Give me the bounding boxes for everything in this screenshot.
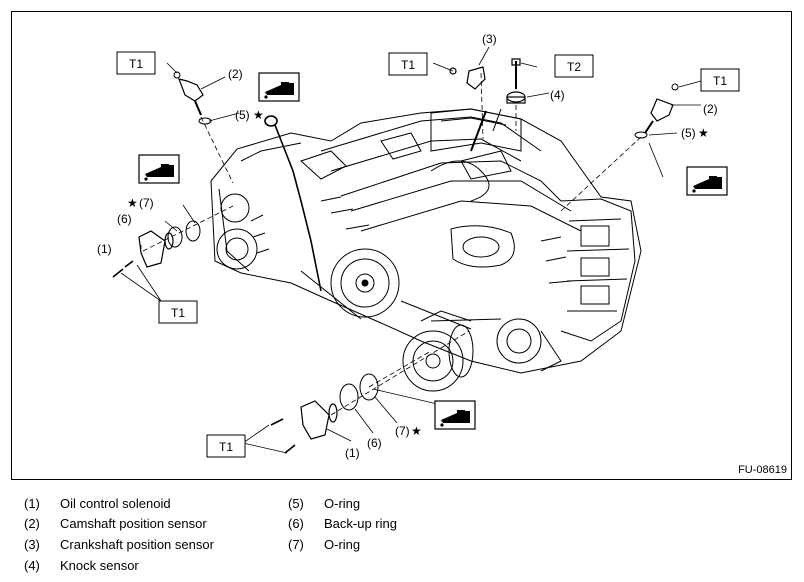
assembly-guide-lines	[142, 72, 642, 416]
callout-1-bottom: (1)	[345, 446, 360, 460]
oil-can-icon	[138, 154, 180, 184]
backup-ring-left	[167, 226, 183, 248]
star-icon: ★	[127, 196, 138, 210]
backup-ring-bottom	[339, 383, 359, 411]
callout-5-right: (5)	[681, 126, 696, 140]
torque-label-t2: T2	[554, 54, 594, 78]
figure-id: FU-08619	[738, 464, 787, 476]
legend-item: (4)Knock sensor	[24, 558, 139, 573]
svg-text:T2: T2	[567, 60, 581, 74]
legend-item: (6)Back-up ring	[288, 516, 397, 531]
oil-can-icon	[258, 72, 300, 102]
svg-text:T1: T1	[171, 306, 185, 320]
svg-text:T1: T1	[129, 57, 143, 71]
callout-4: (4)	[550, 88, 565, 102]
star-icon: ★	[411, 424, 422, 438]
oil-control-solenoid-left	[112, 230, 174, 278]
callout-5-left: (5)	[235, 108, 250, 122]
torque-label-t1-d: T1	[158, 300, 198, 324]
torque-label-t1-c: T1	[700, 68, 740, 92]
oil-can-icon	[434, 400, 476, 430]
legend-item: (7)O-ring	[288, 537, 361, 552]
dipstick	[264, 115, 322, 292]
svg-text:T1: T1	[713, 74, 727, 88]
legend: (1)Oil control solenoid (2)Camshaft posi…	[0, 492, 804, 582]
star-icon: ★	[698, 126, 709, 140]
oil-can-icon	[686, 166, 728, 196]
svg-text:T1: T1	[401, 58, 415, 72]
callout-1-left: (1)	[97, 242, 112, 256]
callout-2-right: (2)	[703, 102, 718, 116]
callouts: (2) (5) ★ ★ (7) (6) (1) (3) (4) (2) (5) …	[97, 32, 718, 460]
callout-6-bottom: (6)	[367, 436, 382, 450]
camshaft-sensor-left	[173, 71, 212, 125]
legend-item: (1)Oil control solenoid	[24, 496, 171, 511]
callout-3: (3)	[482, 32, 497, 46]
callout-7-left: (7)	[139, 196, 154, 210]
oil-control-solenoid-bottom	[270, 400, 338, 454]
callout-6-left: (6)	[117, 212, 132, 226]
crankshaft-sensor	[449, 66, 486, 90]
svg-text:T1: T1	[219, 440, 233, 454]
callout-7-bottom: (7)	[395, 424, 410, 438]
engine-exploded-diagram: T1 T1 T2 T1 T1 T1 (2) (5) ★ ★ (7)	[97, 32, 740, 460]
torque-label-t1-a: T1	[116, 51, 156, 75]
torque-label-t1-e: T1	[206, 434, 246, 458]
engine-block	[210, 108, 642, 392]
o-ring-7-left	[185, 220, 201, 242]
camshaft-sensor-right	[634, 83, 679, 139]
callout-2-left: (2)	[228, 67, 243, 81]
legend-item: (2)Camshaft position sensor	[24, 516, 207, 531]
torque-label-t1-b: T1	[388, 52, 428, 76]
o-ring-7-bottom	[359, 373, 379, 401]
star-icon: ★	[253, 108, 264, 122]
legend-item: (3)Crankshaft position sensor	[24, 537, 214, 552]
legend-item: (5)O-ring	[288, 496, 361, 511]
leader-lines	[120, 46, 702, 454]
knock-sensor	[506, 58, 526, 104]
diagram-frame: T1 T1 T2 T1 T1 T1 (2) (5) ★ ★ (7)	[11, 11, 792, 480]
